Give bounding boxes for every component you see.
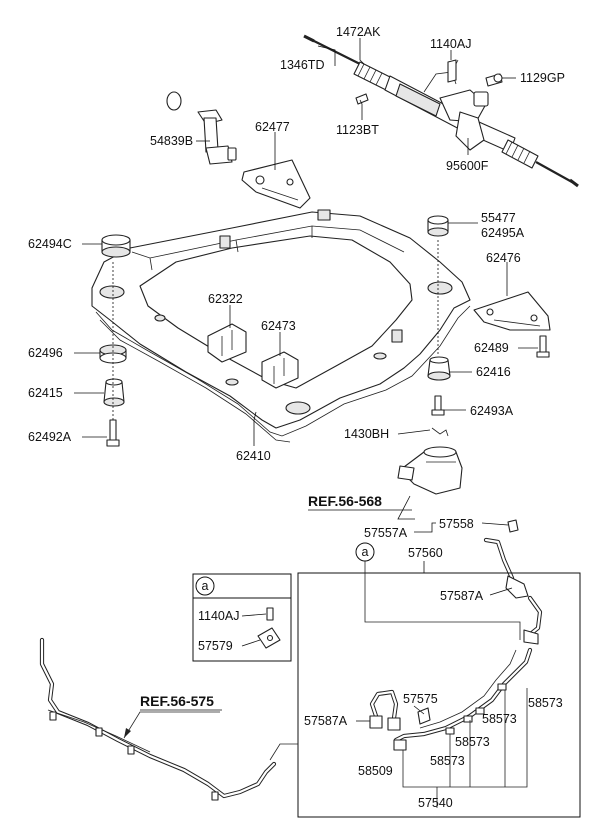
label-62415: 62415	[28, 386, 63, 400]
bracket-62477	[241, 159, 311, 209]
ref-56-568: REF.56-568	[308, 493, 382, 509]
svg-text:a: a	[362, 545, 369, 559]
label-55477: 55477	[481, 211, 516, 225]
leader-lines	[74, 38, 538, 722]
label-57579: 57579	[198, 639, 233, 653]
label-62495A: 62495A	[481, 226, 525, 240]
callout-a-inset: a	[195, 576, 215, 596]
label-57575: 57575	[403, 692, 438, 706]
label-62494C: 62494C	[28, 237, 72, 251]
label-1472AK: 1472AK	[336, 25, 381, 39]
label-62492A: 62492A	[28, 430, 72, 444]
label-58573-c: 58573	[455, 735, 490, 749]
cooler-tube-lower	[39, 637, 277, 801]
label-62477: 62477	[255, 120, 290, 134]
subframe-crossmember	[91, 209, 471, 443]
label-95600F: 95600F	[446, 159, 489, 173]
svg-text:a: a	[202, 579, 209, 593]
label-57557A: 57557A	[364, 526, 408, 540]
label-1430BH: 1430BH	[344, 427, 389, 441]
pressure-hose-upper	[483, 519, 529, 599]
label-58573-d: 58573	[430, 754, 465, 768]
label-62322: 62322	[208, 292, 243, 306]
label-62410: 62410	[236, 449, 271, 463]
bracket-62476	[473, 291, 551, 331]
label-1140AJ-top: 1140AJ	[430, 37, 471, 51]
callout-a-main: a	[355, 542, 375, 562]
label-1123BT: 1123BT	[336, 123, 379, 137]
label-57558: 57558	[439, 517, 474, 531]
roll-stop-mount	[397, 427, 463, 495]
label-58573-b: 58573	[482, 712, 517, 726]
label-1140AJ-inset: 1140AJ	[198, 609, 239, 623]
mount-insulators-left	[99, 234, 131, 447]
label-62496: 62496	[28, 346, 63, 360]
label-62493A: 62493A	[470, 404, 514, 418]
reference-labels: REF.56-568 REF.56-575	[140, 493, 412, 711]
label-62476: 62476	[486, 251, 521, 265]
label-57560: 57560	[408, 546, 443, 560]
label-57587A-low: 57587A	[304, 714, 348, 728]
label-58509: 58509	[358, 764, 393, 778]
hose-assembly-frame	[297, 572, 581, 818]
stabilizer-link	[166, 91, 237, 165]
label-62489: 62489	[474, 341, 509, 355]
label-1129GP: 1129GP	[520, 71, 565, 85]
inset-parts	[257, 607, 281, 649]
label-62473: 62473	[261, 319, 296, 333]
label-1346TD: 1346TD	[280, 58, 324, 72]
label-62416: 62416	[476, 365, 511, 379]
ref-56-575: REF.56-575	[140, 693, 214, 709]
label-57540: 57540	[418, 796, 453, 810]
pipe-link-line	[269, 743, 298, 761]
label-54839B: 54839B	[150, 134, 193, 148]
inset-detail-frame	[192, 573, 292, 662]
mount-insulators-right	[427, 215, 550, 416]
label-57587A-top: 57587A	[440, 589, 484, 603]
hose-assembly-57560	[364, 561, 543, 808]
steering-gear-assembly	[303, 34, 579, 188]
label-58573-a: 58573	[528, 696, 563, 710]
part-number-labels: 1346TD 1472AK 1140AJ 1129GP 54839B 62477…	[28, 25, 565, 810]
